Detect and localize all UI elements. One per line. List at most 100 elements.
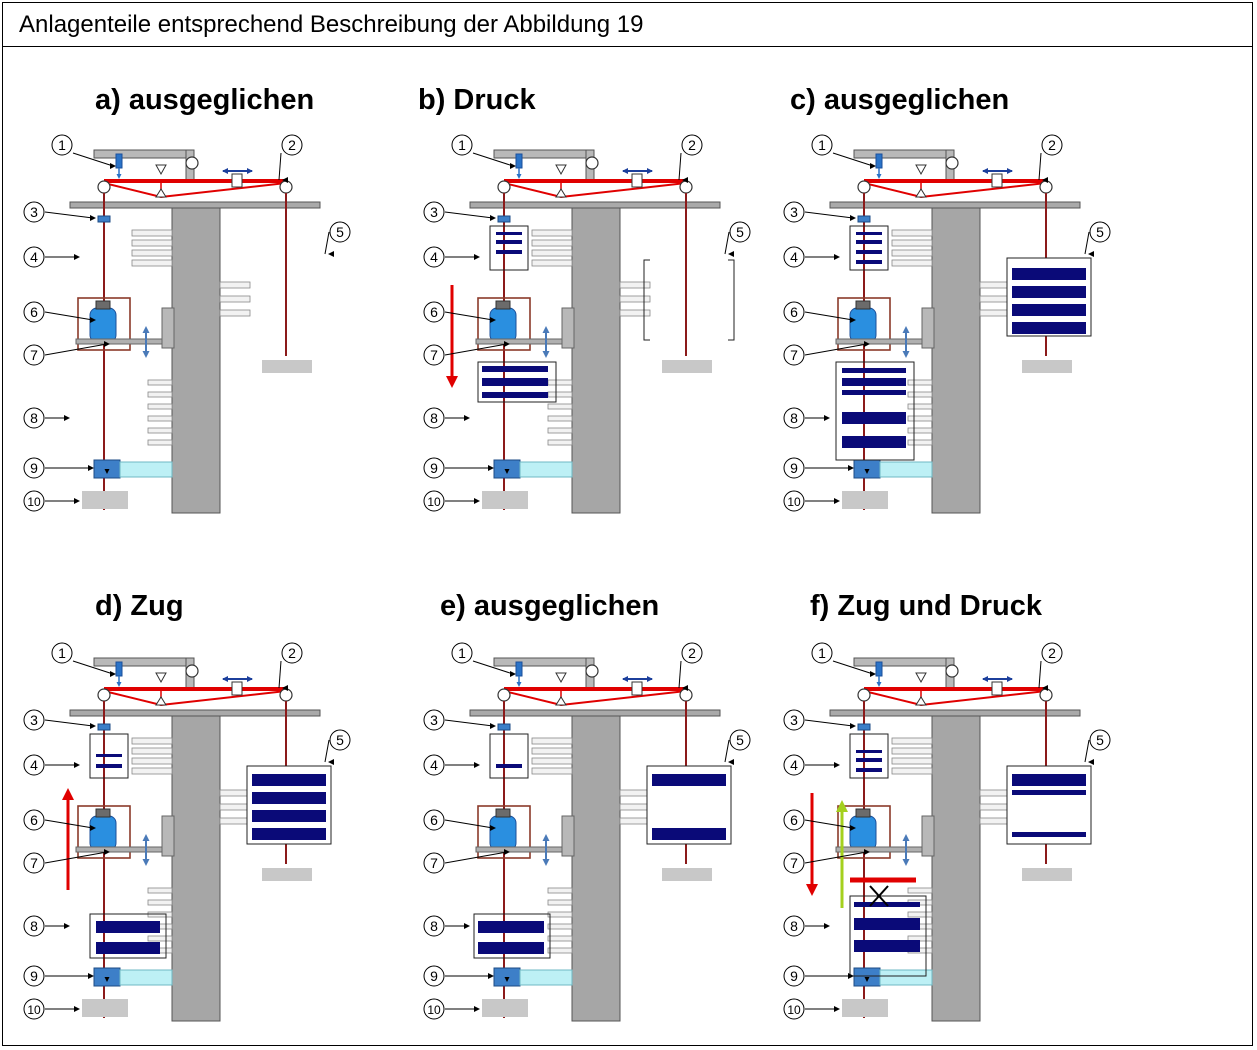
part-label-4: 4 (23, 246, 80, 268)
panel-title: f) Zug und Druck (810, 590, 1042, 622)
slider-arrow-left (622, 168, 628, 174)
label-leader-head (110, 671, 116, 677)
part-label-6: 6 (423, 809, 496, 831)
fulcrum-triangle (555, 188, 567, 198)
motor-arrow-down (542, 351, 550, 358)
weight-plate (478, 942, 544, 954)
shelf-slot (907, 379, 933, 386)
foot-10 (82, 999, 128, 1017)
main-column (931, 204, 981, 514)
label-leader-head (488, 465, 494, 471)
part-label-3: 3 (23, 709, 96, 731)
shelf-slot (531, 737, 573, 745)
slider-arrow-left (622, 676, 628, 682)
part-number: 5 (736, 224, 744, 240)
panel-title: b) Druck (418, 84, 536, 116)
weight-plate (856, 232, 882, 235)
motor-arrow-up (142, 834, 150, 841)
label-leader-head (834, 498, 840, 504)
part-label-4: 4 (783, 246, 840, 268)
part-label-4: 4 (783, 754, 840, 776)
weight-cage-8 (477, 361, 557, 403)
label-leader-head (870, 671, 876, 677)
part-number: 6 (790, 304, 798, 320)
label-leader (44, 311, 94, 321)
part-label-1: 1 (811, 642, 876, 677)
label-leader (44, 819, 94, 829)
slider-arrow-left (222, 168, 228, 174)
load-cell-arrow (104, 469, 110, 474)
label-leader (1084, 739, 1090, 763)
slider-arrow-right (647, 168, 653, 174)
load-cell-bridge (879, 969, 933, 986)
right-joint (279, 688, 293, 702)
label-circle (811, 134, 833, 156)
part-number: 1 (58, 137, 66, 153)
base-plate (69, 201, 321, 209)
guide-block (561, 815, 575, 857)
motor-cap (855, 300, 871, 310)
figure-header: Anlagenteile entsprechend Beschreibung d… (3, 3, 1252, 47)
weight-plate (1012, 268, 1086, 280)
label-circle (423, 809, 445, 831)
label-circle (23, 457, 45, 479)
shelf-slot (547, 947, 573, 954)
part-label-2: 2 (678, 134, 703, 183)
right-foot (262, 868, 312, 881)
weight-cage-8 (89, 913, 167, 959)
part-label-9: 9 (783, 965, 854, 987)
part-number: 4 (430, 757, 438, 773)
label-leader-head (490, 723, 496, 729)
label-circle (681, 134, 703, 156)
label-circle (783, 407, 805, 429)
slider-weight (991, 681, 1003, 696)
shelf-slot (147, 899, 173, 906)
part-number: 4 (790, 249, 798, 265)
part-label-5: 5 (724, 221, 751, 257)
motor-bar (835, 338, 933, 345)
weight-cage-4 (89, 733, 129, 779)
guide-block (161, 307, 175, 349)
right-foot (262, 360, 312, 373)
label-leader-head (848, 973, 854, 979)
part-label-6: 6 (23, 301, 96, 323)
weight-plate (854, 940, 920, 952)
part-number: 2 (288, 645, 296, 661)
shelf-slot (219, 789, 251, 797)
label-circle (23, 201, 45, 223)
indicator-1-arrowhead (116, 174, 122, 179)
label-leader (324, 231, 330, 255)
label-leader (444, 211, 494, 219)
motor-arrow-down (902, 859, 910, 866)
right-foot (1022, 360, 1072, 373)
label-leader-head (474, 1006, 480, 1012)
label-leader-head (1042, 685, 1048, 691)
shelf-slot (531, 229, 573, 237)
label-leader-head (74, 762, 80, 768)
label-leader-head (682, 685, 688, 691)
motor-frame (77, 805, 131, 859)
base-plate (829, 201, 1081, 209)
indicator-1-arrowhead (876, 682, 882, 687)
base-plate (829, 709, 1081, 717)
shelf-slot (547, 391, 573, 398)
weight-plate (856, 240, 882, 244)
weight-plate (842, 390, 906, 395)
pivot-triangle (555, 672, 567, 684)
load-cell-arrow (504, 977, 510, 982)
weight-plate (842, 436, 906, 448)
label-leader-head (864, 341, 870, 347)
label-leader (724, 739, 730, 763)
motor-bottle (849, 307, 877, 343)
part-label-8: 8 (783, 915, 830, 937)
label-leader (804, 851, 868, 864)
part-number: 1 (458, 137, 466, 153)
part-number: 8 (30, 410, 38, 426)
right-joint (1039, 180, 1053, 194)
lever-truss (503, 182, 687, 199)
indicator-1 (875, 661, 883, 677)
weight-plate (252, 828, 326, 840)
